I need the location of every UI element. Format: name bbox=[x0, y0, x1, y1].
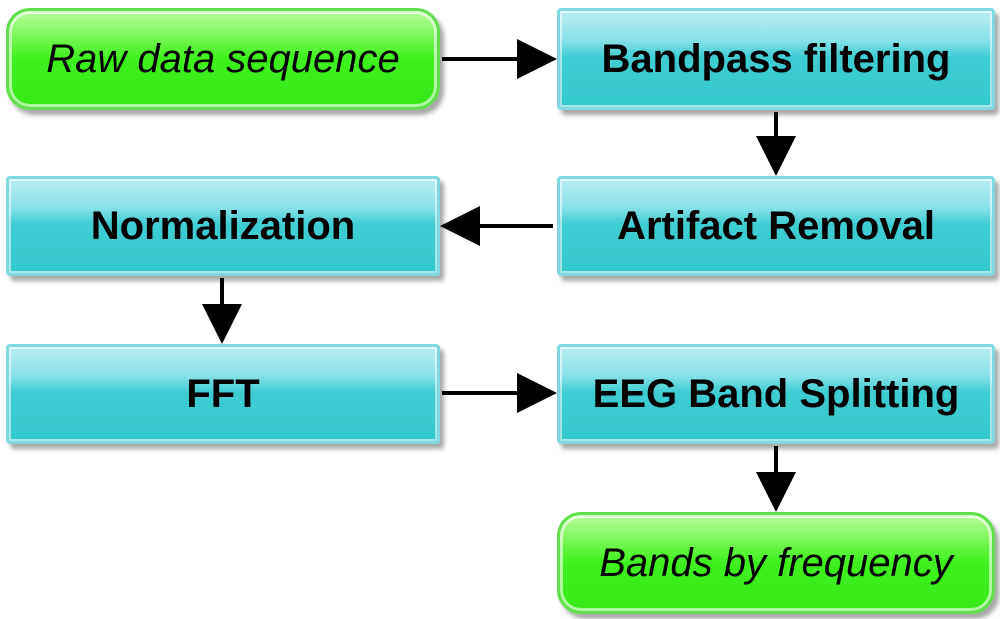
normalization-node: Normalization bbox=[6, 176, 440, 276]
end-bands-by-frequency-node: Bands by frequency bbox=[557, 512, 995, 614]
artifact-removal-node: Artifact Removal bbox=[557, 176, 995, 276]
fft-node: FFT bbox=[6, 344, 440, 444]
node-label: Bandpass filtering bbox=[601, 36, 951, 81]
node-label: Raw data sequence bbox=[46, 36, 400, 81]
start-raw-data-node: Raw data sequence bbox=[6, 8, 440, 110]
node-label: Normalization bbox=[90, 203, 356, 248]
bandpass-filtering-node: Bandpass filtering bbox=[557, 8, 995, 110]
eeg-band-splitting-node: EEG Band Splitting bbox=[557, 344, 995, 444]
node-label: Bands by frequency bbox=[599, 540, 953, 585]
node-label: FFT bbox=[186, 371, 260, 416]
node-label: EEG Band Splitting bbox=[592, 371, 960, 416]
node-label: Artifact Removal bbox=[617, 203, 935, 248]
